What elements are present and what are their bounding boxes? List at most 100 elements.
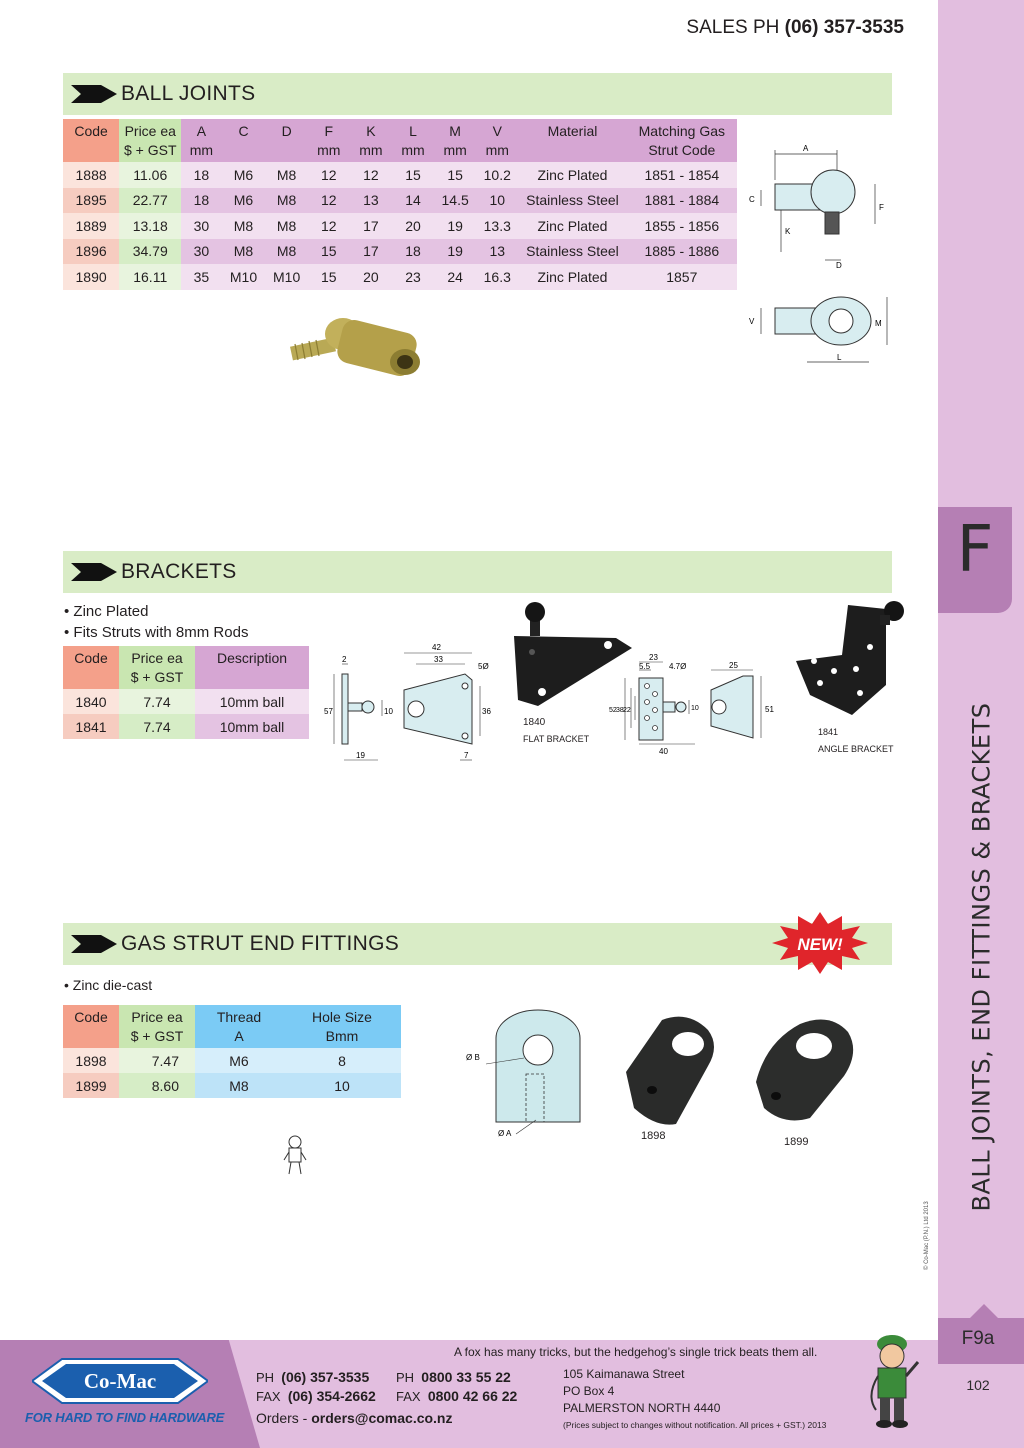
table-cell: 30 [181, 213, 222, 239]
dim-label: 33 [434, 655, 443, 664]
column-header: Description [195, 646, 309, 689]
table-cell: 10 [283, 1073, 401, 1098]
table-cell: M8 [265, 213, 308, 239]
dim-a-label: Ø A [498, 1129, 512, 1138]
dim-b-label: Ø B [466, 1053, 480, 1062]
dim-label: 38 [616, 707, 624, 714]
section-letter: F [956, 513, 994, 587]
table-cell: 12 [307, 213, 350, 239]
angle-bracket-label: ANGLE BRACKET [818, 744, 894, 754]
table-cell: 8.60 [119, 1073, 195, 1098]
table-cell: 15 [391, 162, 435, 188]
dim-label: 5Ø [478, 662, 489, 671]
vertical-section-title: BALL JOINTS, END FITTINGS & BRACKETS [967, 702, 995, 1212]
table-cell: 18 [391, 238, 435, 264]
table-cell: 18 [181, 162, 222, 188]
ball-joint-photo [290, 318, 420, 376]
table-cell: 14 [391, 187, 435, 213]
dim-label: 4.7Ø [669, 662, 686, 671]
table-cell: Zinc Plated [518, 162, 627, 188]
new-badge: NEW! [772, 912, 868, 974]
table-cell: 13.3 [476, 213, 519, 239]
section-title: GAS STRUT END FITTINGS [121, 932, 400, 955]
page-number: 102 [966, 1377, 990, 1393]
column-header: Price ea$ + GST [119, 646, 195, 689]
angle-bracket-drawing: 23 5.5 4.7Ø 25 52 38 22 10 51 40 [609, 653, 774, 755]
orders-email-link[interactable]: orders@comac.co.nz [311, 1410, 453, 1426]
table-cell: 15 [307, 264, 350, 290]
table-cell: 1840 [63, 689, 119, 714]
table-cell: 13 [349, 187, 392, 213]
table-cell: 18 [181, 187, 222, 213]
table-cell: 14.5 [434, 187, 477, 213]
table-cell: Zinc Plated [518, 213, 627, 239]
column-header: Price ea$ + GST [119, 119, 182, 162]
dim-label: 23 [649, 653, 658, 662]
end-fitting-features: • Zinc die-cast [64, 975, 152, 996]
table-cell: 20 [391, 213, 435, 239]
section-bar-brackets: BRACKETS [63, 551, 892, 593]
table-cell: 7.47 [119, 1048, 195, 1073]
page-code: F9a [961, 1328, 995, 1349]
footer-phone-freephone: PH 0800 33 55 22 [396, 1369, 511, 1385]
table-cell: 1895 [63, 187, 120, 213]
angle-bracket-photo [796, 601, 904, 715]
dim-label: 2 [342, 655, 347, 664]
dim-label: 42 [432, 643, 441, 652]
table-cell: Stainless Steel [518, 187, 627, 213]
side-strip [938, 0, 1024, 1448]
end-fitting-1899-caption: 1899 [784, 1136, 809, 1148]
table-cell: 12 [307, 162, 350, 188]
section-bar-end-fittings: GAS STRUT END FITTINGS [63, 923, 892, 965]
dim-v-label: V [749, 317, 755, 326]
dim-label: 5.5 [639, 662, 651, 671]
table-cell: 15 [434, 162, 477, 188]
table-cell: Stainless Steel [518, 238, 627, 264]
dim-label: 19 [356, 751, 365, 760]
sales-phone: SALES PH (06) 357-3535 [686, 17, 904, 38]
table-cell: M10 [221, 264, 266, 290]
table-cell: 13 [476, 238, 519, 264]
flat-bracket-drawing: 42 33 2 5Ø 57 10 36 19 7 [324, 643, 491, 761]
address-line: PALMERSTON NORTH 4440 [563, 1401, 721, 1415]
table-cell: M6 [221, 162, 266, 188]
table-cell: 12 [307, 187, 350, 213]
copyright: © Co-Mac (P.N.) Ltd 2013 [924, 1201, 930, 1270]
end-fitting-drawing: Ø B Ø A [466, 1009, 581, 1138]
dim-l-label: L [837, 353, 842, 362]
dim-label: 25 [729, 661, 738, 670]
flat-bracket-label: FLAT BRACKET [523, 734, 590, 744]
address-line: PO Box 4 [563, 1384, 615, 1398]
table-cell: 8 [283, 1048, 401, 1073]
dim-label: 57 [324, 707, 333, 716]
table-cell: M8 [195, 1073, 283, 1098]
dim-label: 36 [482, 707, 491, 716]
dim-m-label: M [875, 319, 882, 328]
dim-label: 10 [691, 705, 699, 712]
footer-proverb: A fox has many tricks, but the hedgehog’… [454, 1345, 818, 1359]
table-cell: M8 [265, 187, 308, 213]
table-cell: 1889 [63, 213, 120, 239]
dim-label: 40 [659, 747, 668, 755]
table-cell: 20 [349, 264, 392, 290]
column-header: Material [518, 119, 627, 162]
table-cell: 19 [434, 238, 477, 264]
end-fitting-1899-photo [756, 1019, 854, 1121]
table-cell: M8 [265, 238, 308, 264]
bracket-features: • Zinc Plated • Fits Struts with 8mm Rod… [64, 601, 248, 643]
table-cell: M8 [221, 238, 266, 264]
flat-bracket-photo [514, 602, 632, 706]
logo-text: Co-Mac [84, 1369, 156, 1393]
table-cell: 12 [349, 162, 392, 188]
column-header: Code [63, 119, 120, 162]
table-cell: 17 [349, 213, 392, 239]
